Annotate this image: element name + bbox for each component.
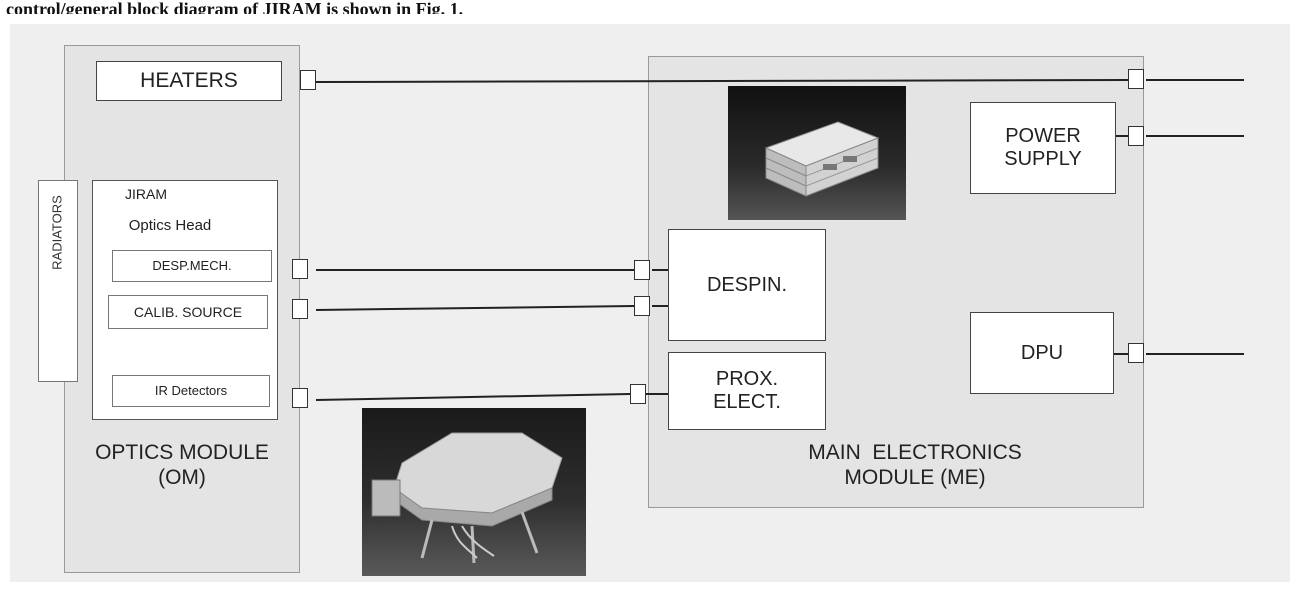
heaters-label: HEATERS xyxy=(140,68,238,92)
main-electronics-label-line2: MODULE (ME) xyxy=(844,466,986,490)
desp-mech-label: DESP.MECH. xyxy=(152,257,232,273)
port-despin-2 xyxy=(634,296,650,316)
optics-head-photo xyxy=(362,408,586,576)
optics-head-line1: JIRAM xyxy=(125,186,167,202)
prox-elect-line1: PROX. xyxy=(715,368,779,390)
despin-label: DESPIN. xyxy=(706,273,788,296)
optics-head-line2: Optics Head xyxy=(128,217,212,234)
port-calib-source xyxy=(292,299,308,319)
dpu-label: DPU xyxy=(1020,341,1064,364)
electronics-unit-drawing xyxy=(764,121,880,197)
calib-source-box: CALIB. SOURCE xyxy=(108,295,268,329)
optics-head-drawing xyxy=(371,432,563,564)
prox-elect-line2: ELECT. xyxy=(713,391,781,413)
optics-head-subtitle: Optics Head xyxy=(92,217,248,235)
main-electronics-label: MAIN ELECTRONICS MODULE (ME) xyxy=(790,440,1040,490)
optics-module-label: OPTICS MODULE (OM) xyxy=(62,440,302,490)
port-desp-mech xyxy=(292,259,308,279)
power-supply-line1: POWER xyxy=(1005,125,1081,147)
port-prox-elect xyxy=(630,384,646,404)
figure-caption: control/general block diagram of JIRAM i… xyxy=(6,0,464,14)
port-power-supply xyxy=(1128,126,1144,146)
port-heaters xyxy=(300,70,316,90)
wire-heaters xyxy=(315,79,1129,83)
wire-ir-detectors xyxy=(315,393,631,401)
main-electronics-photo xyxy=(728,86,906,220)
dpu-box: DPU xyxy=(970,312,1114,394)
calib-source-label: CALIB. SOURCE xyxy=(133,303,243,320)
optics-head-title: JIRAM xyxy=(92,186,200,203)
port-me-heaters xyxy=(1128,69,1144,89)
port-despin-1 xyxy=(634,260,650,280)
desp-mech-box: DESP.MECH. xyxy=(112,250,272,282)
optics-module-label-line1: OPTICS MODULE xyxy=(95,441,269,464)
main-electronics-label-line1: MAIN ELECTRONICS xyxy=(808,441,1022,464)
port-ir-detectors xyxy=(292,388,308,408)
port-dpu xyxy=(1128,343,1144,363)
heaters-box: HEATERS xyxy=(96,61,282,101)
radiators-panel: RADIATORS xyxy=(38,180,78,382)
optics-module-label-line2: (OM) xyxy=(158,466,206,490)
prox-elect-box: PROX. ELECT. xyxy=(668,352,826,430)
ir-detectors-label: IR Detectors xyxy=(154,382,228,398)
wire-calib-source xyxy=(315,305,635,311)
ir-detectors-box: IR Detectors xyxy=(112,375,270,407)
despin-box: DESPIN. xyxy=(668,229,826,341)
power-supply-box: POWER SUPPLY xyxy=(970,102,1116,194)
power-supply-line2: SUPPLY xyxy=(1004,148,1082,170)
